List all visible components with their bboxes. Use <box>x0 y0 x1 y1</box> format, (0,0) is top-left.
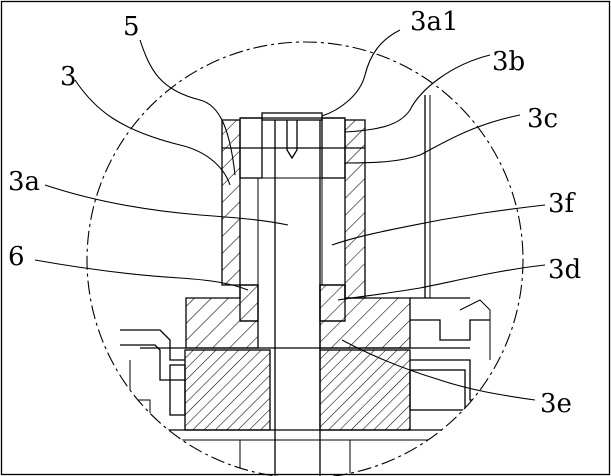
label-3f: 3f <box>548 189 577 219</box>
shaft-slot <box>286 120 298 160</box>
leader-3a1 <box>321 29 401 117</box>
right-mech-a <box>410 319 490 341</box>
right-mech-c <box>459 299 491 360</box>
lower-block-left <box>184 349 271 431</box>
label-6: 6 <box>8 242 25 272</box>
detail-circle <box>86 41 524 476</box>
right-mech-block <box>409 369 466 411</box>
right-mech-b <box>410 359 490 401</box>
leader-5 <box>139 39 236 176</box>
label-3b: 3b <box>492 47 525 77</box>
leader-3d <box>337 264 546 301</box>
leader-3a <box>44 184 289 226</box>
leader-3b <box>344 54 491 133</box>
label-3: 3 <box>60 62 77 92</box>
leader-3e <box>341 339 536 401</box>
section-body <box>120 95 491 476</box>
left-mech-b <box>120 344 185 381</box>
left-mech-c <box>129 360 151 420</box>
sleeve-left-wall <box>221 119 241 286</box>
label-3d: 3d <box>548 255 581 285</box>
flange-left <box>185 284 259 349</box>
leader-3f <box>331 204 546 246</box>
leader-3c <box>344 114 521 164</box>
label-3a1: 3a1 <box>410 7 459 37</box>
left-mech-a <box>120 329 185 361</box>
lower-block-right <box>319 349 411 431</box>
leader-6 <box>34 259 249 291</box>
left-mech-block <box>169 364 186 416</box>
label-3e: 3e <box>540 389 572 419</box>
label-3c: 3c <box>527 104 558 134</box>
top-plate-3a1 <box>261 112 323 121</box>
label-3a: 3a <box>8 167 40 197</box>
label-5: 5 <box>123 12 140 42</box>
leader-3 <box>74 79 231 186</box>
sleeve-right-wall <box>344 119 366 299</box>
